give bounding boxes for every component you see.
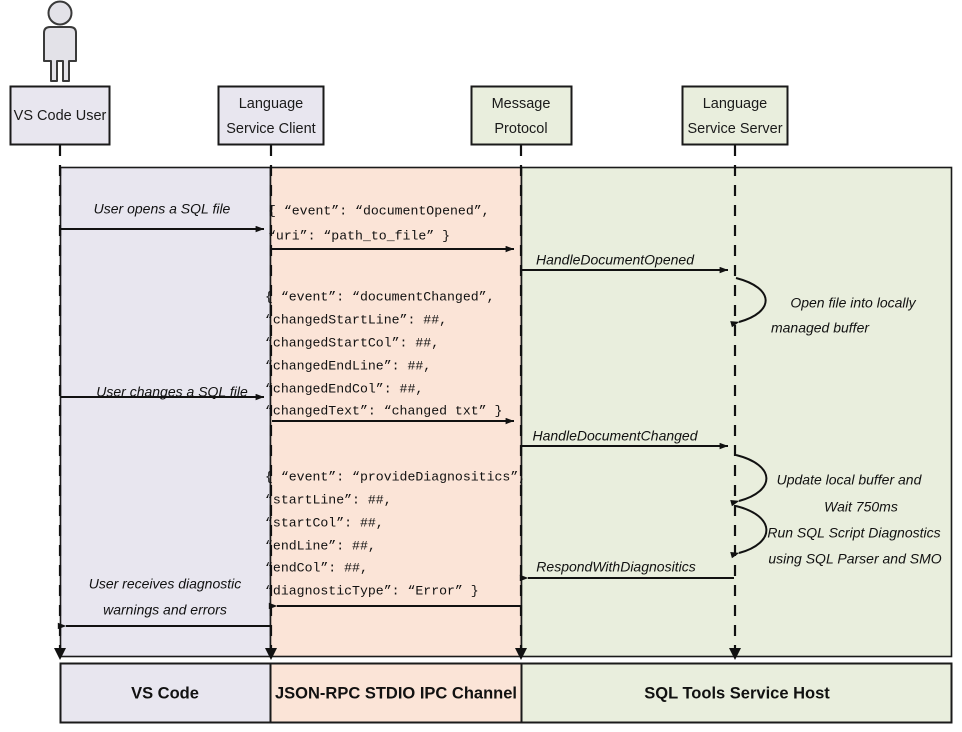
json-payload-document-changed: { “event”: “documentChanged”, “changedSt… [265,289,502,418]
participant-label-line1: Message [492,96,551,112]
lifelines [58,145,737,655]
lifeline-arrow-client [265,648,277,660]
self-note-line1: Open file into locally [790,295,916,311]
json-line: “changedEndCol”: ##, [265,381,423,396]
self-message-open-file: Open file into locally managed buffer [730,277,917,336]
participant-label-line2: Protocol [494,121,547,137]
self-loop-arrow [730,454,768,507]
message-handle-document-changed: HandleDocumentChanged [522,428,729,450]
message-user-receives-diagnostics: User receives diagnostic warnings and er… [57,576,270,630]
participant-box[interactable] [681,85,789,146]
self-note-line2: managed buffer [771,320,870,336]
json-line: “endLine”: ##, [265,538,376,553]
footer-label: VS Code [131,684,199,702]
lifeline-terminators [54,648,741,660]
json-line: “startLine”: ##, [265,492,392,507]
json-line: “startCol”: ##, [265,515,384,530]
participant-box[interactable] [9,85,111,146]
self-message-update-buffer: Update local buffer and Wait 750ms [730,454,923,515]
self-note-line2: Wait 750ms [824,499,898,515]
json-line: “uri”: “path_to_file” } [268,228,450,243]
self-loop-arrow [730,277,767,328]
participant-header-vs-code-user[interactable]: VS Code User [9,85,111,146]
message-handle-document-opened: HandleDocumentOpened [522,252,729,274]
participant-box[interactable] [470,85,573,146]
lifeline-arrow-server [729,648,741,660]
self-message-run-diagnostics: Run SQL Script Diagnostics using SQL Par… [730,505,942,567]
actor-head-icon [47,0,73,26]
json-line: “changedStartLine”: ##, [265,312,447,327]
band-service-host [520,166,953,658]
message-label: User changes a SQL file [96,384,248,400]
self-note-line1: Run SQL Script Diagnostics [767,525,940,541]
self-note-line2: using SQL Parser and SMO [768,551,941,567]
message-user-changes-sql-file: User changes a SQL file [61,384,265,401]
participant-label-line2: Service Client [226,121,315,137]
message-label: HandleDocumentChanged [533,428,699,444]
message-label-line1: User receives diagnostic [89,576,242,592]
json-line: “diagnosticType”: “Error” } [265,583,479,598]
participant-header-language-service-client[interactable]: Language Service Client [217,85,325,146]
message-label-line2: warnings and errors [103,602,227,618]
self-note-line1: Update local buffer and [777,472,923,488]
json-line: “changedText”: “changed txt” } [265,403,502,418]
participant-header-message-protocol[interactable]: Message Protocol [470,85,573,146]
json-line: { “event”: “documentChanged”, [265,289,495,304]
participant-box[interactable] [217,85,325,146]
participant-label-line1: VS Code User [14,108,107,124]
participant-label-line2: Service Server [687,121,782,137]
message-user-opens-sql-file: User opens a SQL file [61,201,265,233]
self-loop-arrow [730,505,768,559]
participant-header-language-service-server[interactable]: Language Service Server [681,85,789,146]
footer-segment-sql-tools [520,662,953,724]
json-line: “changedEndLine”: ##, [265,358,431,373]
footer-segment-jsonrpc [269,662,523,724]
json-payload-document-opened: { “event”: “documentOpened”, “uri”: “pat… [268,203,490,243]
participant-label-line1: Language [239,96,304,112]
participant-label-line1: Language [703,96,768,112]
footer-label: SQL Tools Service Host [644,684,830,702]
actor-body-icon [43,26,77,82]
footer-bar: VS Code JSON-RPC STDIO IPC Channel SQL T… [59,662,953,724]
lifeline-arrow-vs-code-user [54,648,66,660]
footer-label: JSON-RPC STDIO IPC Channel [275,684,517,702]
json-line: “changedStartCol”: ##, [265,335,439,350]
vs-code-user-actor [43,0,77,82]
json-line: { “event”: “documentOpened”, [268,203,490,218]
json-payload-provide-diagnositics: { “event”: “provideDiagnositics”, “start… [265,469,526,598]
message-label: HandleDocumentOpened [536,252,695,268]
message-label: User opens a SQL file [94,201,231,217]
lifeline-arrow-protocol [515,648,527,660]
message-respond-with-diagnositics: RespondWithDiagnositics [519,559,734,582]
message-label: RespondWithDiagnositics [536,559,695,575]
footer-segment-vs-code [59,662,272,724]
band-vs-code [59,166,272,658]
json-line: “endCol”: ##, [265,560,368,575]
json-line: { “event”: “provideDiagnositics”, [265,469,526,484]
